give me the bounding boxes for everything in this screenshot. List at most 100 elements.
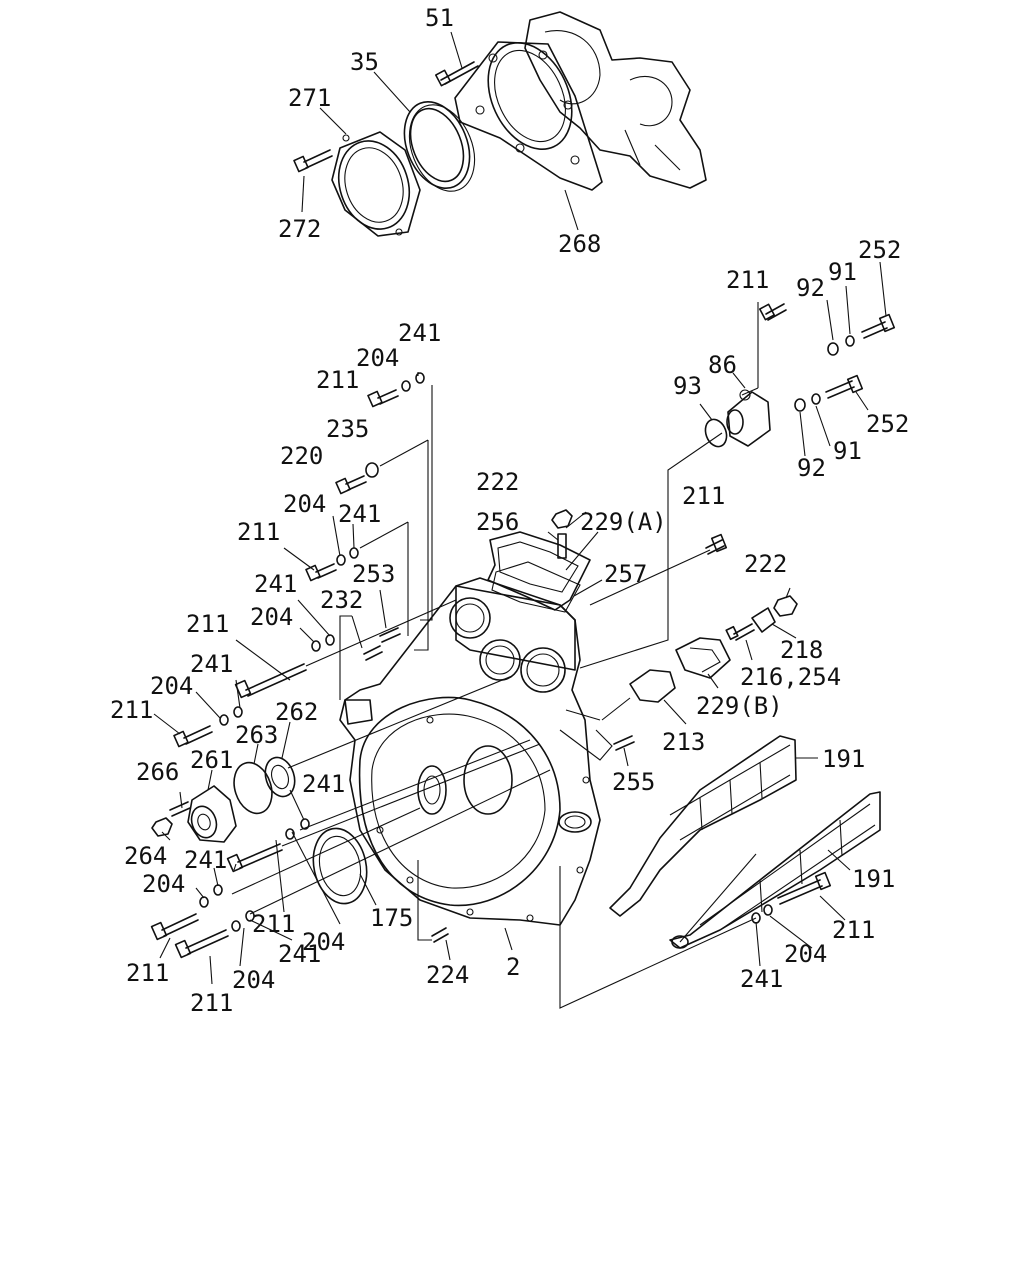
label-256: 256 bbox=[476, 508, 519, 536]
label-241-mid: 241 bbox=[338, 500, 381, 528]
bracket-218 bbox=[751, 607, 776, 633]
fitting-86 bbox=[726, 389, 771, 447]
washers-92-91-bottom bbox=[794, 393, 821, 412]
seal-retainer-271 bbox=[331, 131, 421, 237]
stud-266 bbox=[169, 801, 191, 817]
rear-seal-housing-268 bbox=[454, 41, 603, 191]
label-91-top: 91 bbox=[828, 258, 857, 286]
label-213: 213 bbox=[662, 728, 705, 756]
bolt-211-mid-left bbox=[305, 563, 337, 582]
engine-block-outline bbox=[524, 11, 707, 189]
label-252-bottom: 252 bbox=[866, 410, 909, 438]
part-labels: 51 35 271 272 268 211 92 91 252 86 93 25… bbox=[110, 4, 909, 1017]
label-241-lower-mid: 241 bbox=[278, 940, 321, 968]
bolt-252-bottom bbox=[825, 374, 864, 399]
label-235: 235 bbox=[326, 415, 369, 443]
label-204-left-2: 204 bbox=[150, 672, 193, 700]
label-211-lower-mid: 211 bbox=[252, 910, 295, 938]
label-2: 2 bbox=[506, 953, 520, 981]
cover-191-upper bbox=[609, 735, 797, 917]
plug-216-254 bbox=[725, 623, 755, 641]
bolt-252-top bbox=[861, 313, 896, 339]
long-bolt-211 bbox=[234, 663, 307, 699]
label-241-cover: 241 bbox=[740, 965, 783, 993]
label-204-cover: 204 bbox=[784, 940, 827, 968]
washers-241-mid bbox=[285, 818, 310, 840]
label-92-top: 92 bbox=[796, 274, 825, 302]
label-204-lower-mid: 204 bbox=[302, 928, 345, 956]
label-252-top: 252 bbox=[858, 236, 901, 264]
bolt-220 bbox=[335, 475, 367, 495]
o-ring-93 bbox=[704, 418, 728, 448]
pto-housing-261 bbox=[187, 785, 237, 843]
bolt-211-long-lower bbox=[226, 843, 283, 873]
washers-241-204-lower bbox=[199, 884, 223, 908]
label-175: 175 bbox=[370, 904, 413, 932]
label-257: 257 bbox=[604, 560, 647, 588]
label-272: 272 bbox=[278, 215, 321, 243]
label-232: 232 bbox=[320, 586, 363, 614]
label-263: 263 bbox=[235, 721, 278, 749]
washer-235 bbox=[365, 462, 379, 478]
label-229a: 229(A) bbox=[580, 508, 667, 536]
washers-204-241-lower-b bbox=[231, 910, 255, 932]
stud-253 bbox=[379, 627, 401, 643]
label-211-top: 211 bbox=[316, 366, 359, 394]
label-220: 220 bbox=[280, 442, 323, 470]
dowel-232 bbox=[363, 645, 383, 661]
label-211-left-2: 211 bbox=[110, 696, 153, 724]
label-211-bottom-b: 211 bbox=[190, 989, 233, 1017]
oil-seal-262 bbox=[264, 756, 296, 798]
bolt-211-lower-a bbox=[150, 913, 199, 941]
o-ring-263 bbox=[233, 761, 273, 815]
stud-255 bbox=[613, 735, 635, 751]
label-211-upper-right: 211 bbox=[682, 482, 725, 510]
label-91-bottom: 91 bbox=[833, 437, 862, 465]
label-222-right: 222 bbox=[744, 550, 787, 578]
bolt-51 bbox=[434, 61, 479, 87]
bolt-211-left-a bbox=[173, 725, 213, 748]
label-191-upper: 191 bbox=[822, 745, 865, 773]
washers-92-91-top bbox=[827, 335, 855, 356]
bolt-211-cover bbox=[777, 871, 832, 905]
label-241-left: 241 bbox=[254, 570, 297, 598]
label-255: 255 bbox=[612, 768, 655, 796]
label-241-center: 241 bbox=[302, 770, 345, 798]
label-191-lower: 191 bbox=[852, 865, 895, 893]
bolt-272 bbox=[293, 149, 333, 173]
stud-256 bbox=[557, 533, 567, 559]
label-253: 253 bbox=[352, 560, 395, 588]
label-261: 261 bbox=[190, 746, 233, 774]
label-224: 224 bbox=[426, 961, 469, 989]
label-229b: 229(B) bbox=[696, 692, 783, 720]
label-93: 93 bbox=[673, 372, 702, 400]
label-204-top: 204 bbox=[356, 344, 399, 372]
nut-264 bbox=[151, 817, 173, 837]
cover-plate-229a bbox=[487, 531, 591, 611]
washers-204-241-left-a bbox=[219, 706, 243, 726]
label-204-mid: 204 bbox=[283, 490, 326, 518]
label-211-fitting: 211 bbox=[726, 266, 769, 294]
label-204-lower: 204 bbox=[142, 870, 185, 898]
label-211-cover: 211 bbox=[832, 916, 875, 944]
leader-lines bbox=[153, 31, 887, 1009]
label-218: 218 bbox=[780, 636, 823, 664]
label-35: 35 bbox=[350, 48, 379, 76]
gasket-213 bbox=[629, 669, 676, 703]
oil-seal-35 bbox=[403, 100, 476, 192]
label-211-mid: 211 bbox=[237, 518, 280, 546]
cover-191-lower bbox=[669, 791, 881, 949]
label-92-bottom: 92 bbox=[797, 454, 826, 482]
bolt-211-top-left bbox=[367, 389, 399, 408]
label-204-bottom: 204 bbox=[232, 966, 275, 994]
cover-229b bbox=[675, 637, 731, 679]
label-211-bottom-a: 211 bbox=[126, 959, 169, 987]
label-271: 271 bbox=[288, 84, 331, 112]
label-264: 264 bbox=[124, 842, 167, 870]
label-216-254: 216,254 bbox=[740, 663, 841, 691]
label-241-lower: 241 bbox=[184, 846, 227, 874]
label-241-top: 241 bbox=[398, 319, 441, 347]
bolt-211-upper-right bbox=[705, 533, 728, 555]
bolt-211-fitting bbox=[758, 303, 787, 321]
